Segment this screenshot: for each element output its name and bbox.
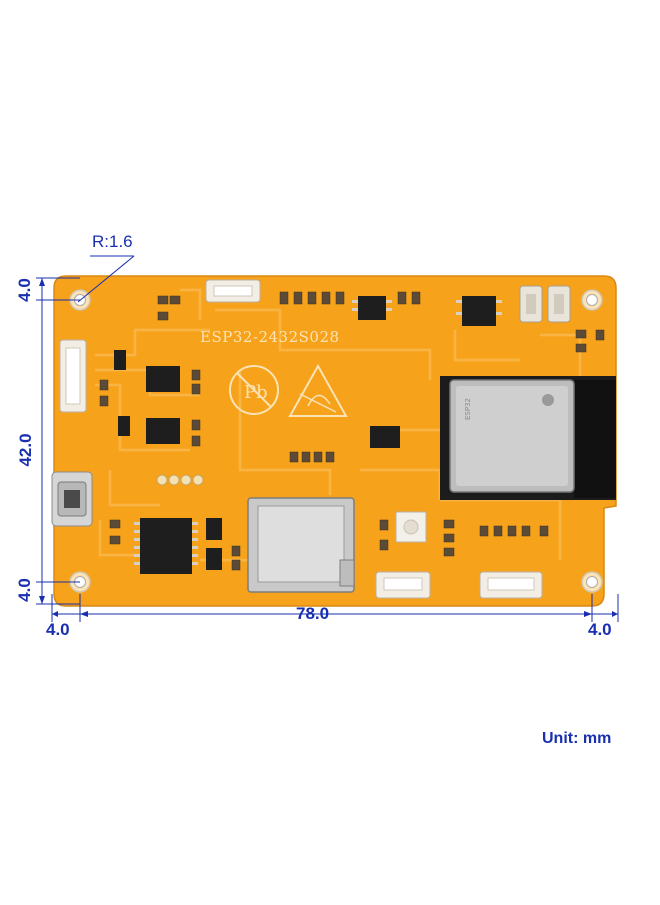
esd-warning-icon [288,363,348,417]
board-width-label: 78.0 [296,604,330,623]
passive-components [99,291,605,571]
micro-usb-port [51,471,93,527]
sd-card-slot [247,497,355,593]
pb-free-icon: Pb [229,365,279,415]
svg-text:Pb: Pb [244,382,268,403]
board-model-label: ESP32-2432S028 [200,328,340,346]
top-connector [205,279,261,303]
bottom-hole-offset-label: 4.0 [15,578,34,602]
chip-pins [134,300,502,565]
right-hole-offset-label: 4.0 [588,620,612,639]
dimension-arrows [39,278,618,617]
corner-radius-leader [77,255,135,303]
top-hole-offset-label: 4.0 [15,278,34,302]
left-connector [59,339,87,413]
left-hole-offset-label: 4.0 [46,620,70,639]
rgb-led [395,511,427,543]
dimension-lines [36,277,619,622]
ic-chips [114,296,496,574]
svg-text:ESP32: ESP32 [464,398,472,420]
test-pads [156,474,204,486]
bottom-connectors [375,571,543,599]
push-buttons [519,285,571,323]
unit-label: Unit: mm [542,730,612,747]
corner-radius-label: R:1.6 [92,232,133,251]
esp32-module: ESP32 [440,376,616,500]
mounting-holes [69,289,603,593]
board-height-label: 42.0 [16,433,35,467]
